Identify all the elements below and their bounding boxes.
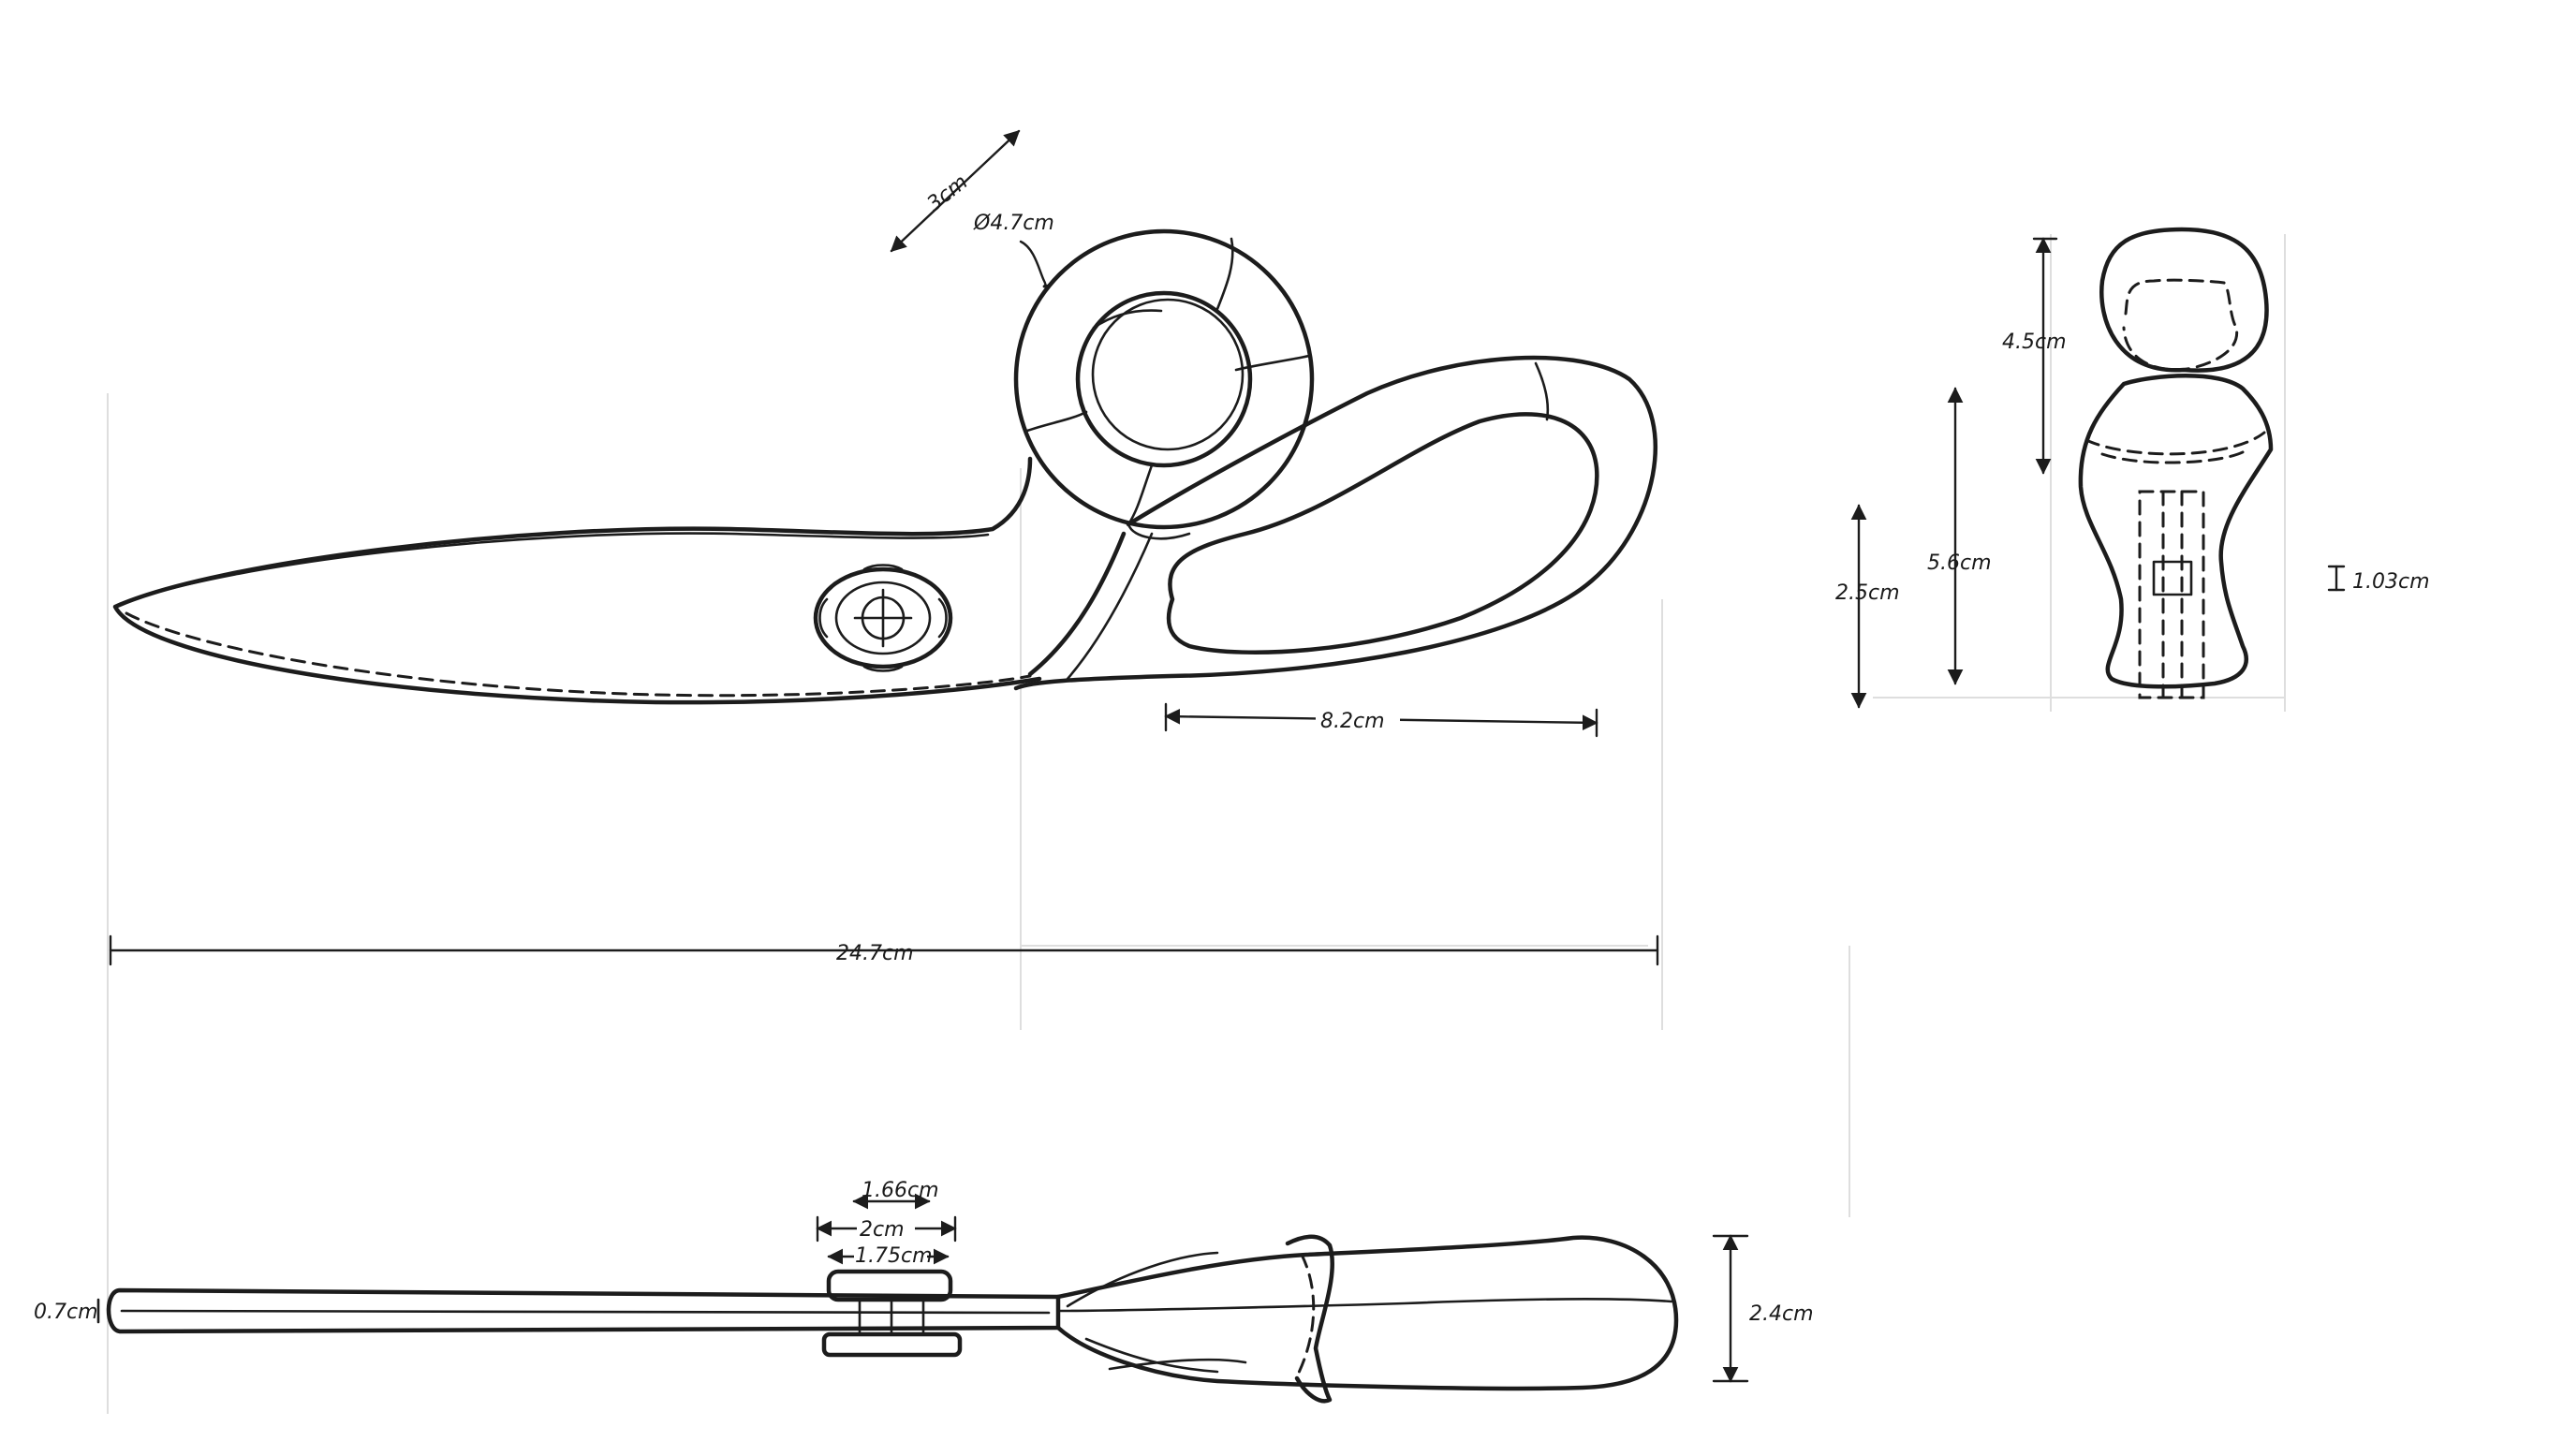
ring-diameter-label: Ø4.7cm [973,212,1054,235]
end-view: 4.5cm 5.6cm 2.5cm 1.03cm [1835,227,2430,709]
section-width-label: 1.03cm [2352,570,2430,594]
blade-edge [125,611,1032,698]
ring-thickness-label: 3cm [923,170,973,216]
bottom-view: 1.66cm 2cm 1.75cm 0.7cm 2.4cm [34,1179,1814,1404]
pivot-inner-label: 1.66cm [862,1179,939,1202]
overall-length-label: 24.7cm [836,942,914,965]
pivot-washer-label: 1.75cm [855,1244,933,1268]
upper-loop-height-label: 4.5cm [2002,331,2067,354]
blade-thickness-label: 0.7cm [34,1301,98,1324]
blade-height-label: 2.5cm [1835,581,1900,605]
finger-ring [1013,228,1315,530]
pivot-screw [813,564,953,672]
pivot-cap-label: 2cm [860,1218,905,1242]
blade-spine [118,532,990,606]
construction-lines [107,234,2286,1414]
handle-length-label: 8.2cm [1320,710,1385,733]
grip-height-label: 5.6cm [1927,552,1992,575]
handle-loop [1013,355,1657,691]
overall-length-dimension: 24.7cm [109,934,1659,966]
handle-thickness-label: 2.4cm [1749,1302,1814,1326]
side-view: 3cm Ø4.7cm 8.2cm [112,129,1657,738]
blade-outline [112,456,1042,705]
